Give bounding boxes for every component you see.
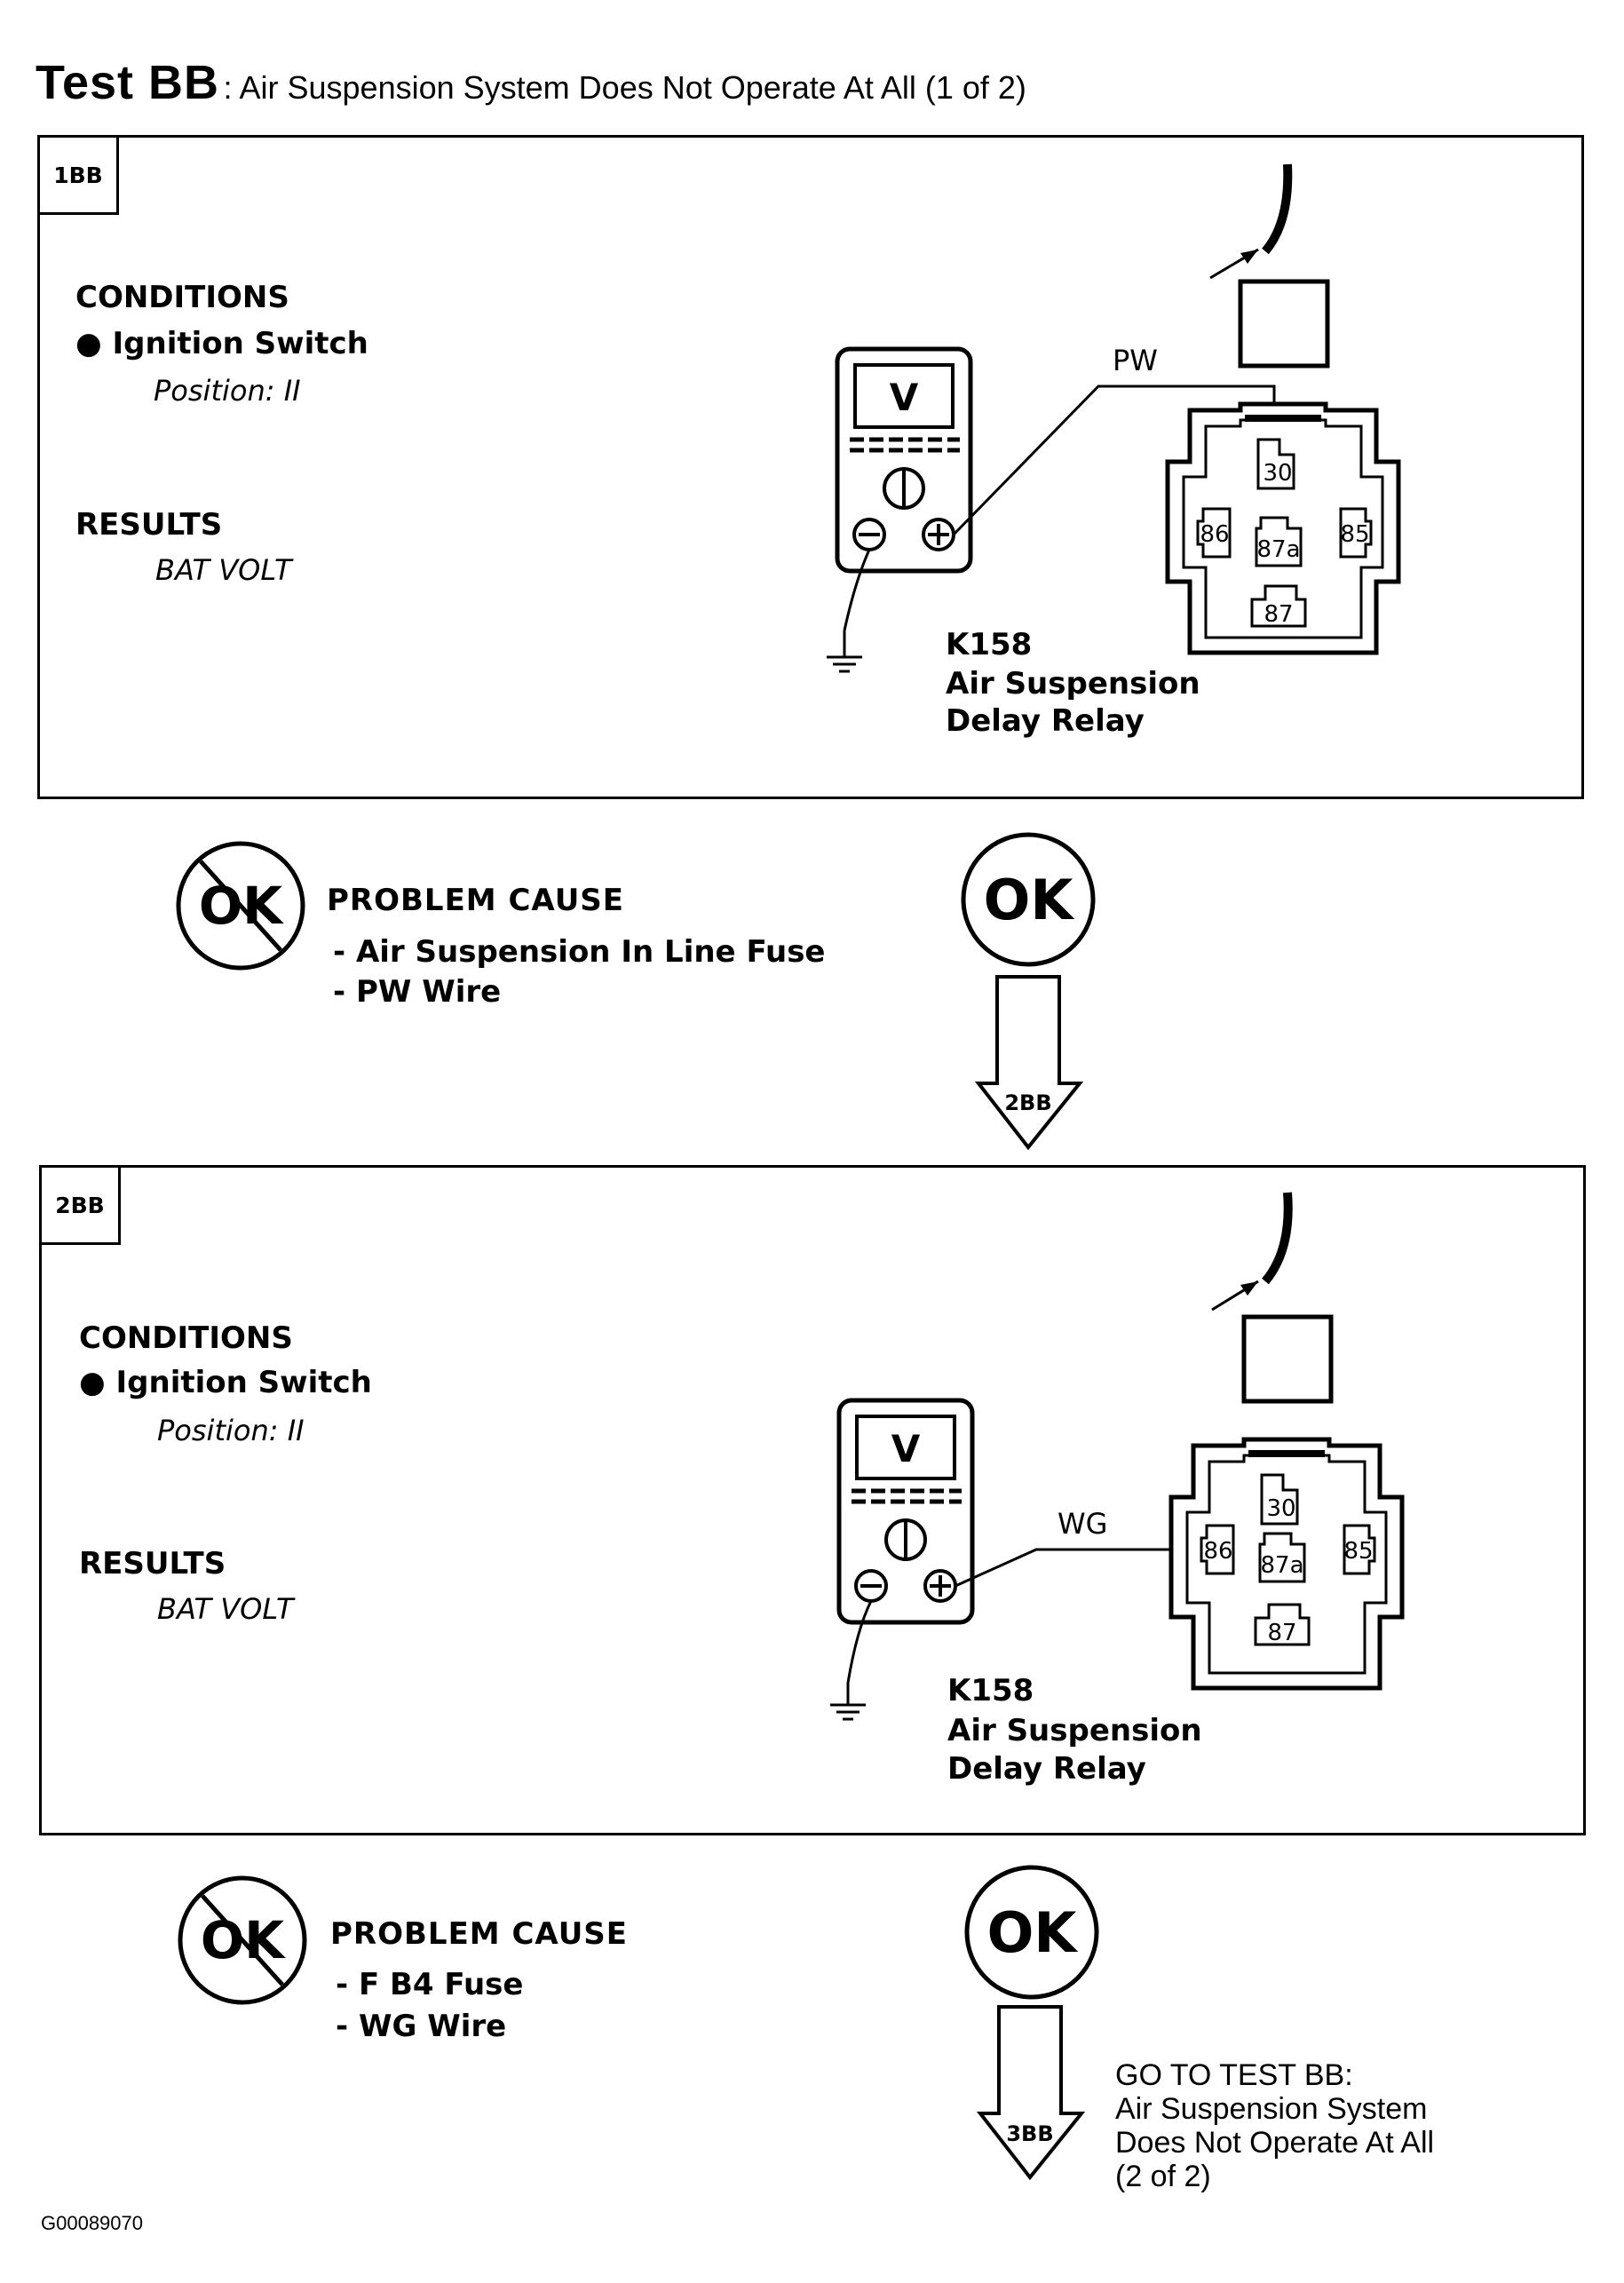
results-heading: RESULTS [75,507,223,543]
results-value: BAT VOLT [155,553,292,587]
multimeter-icon: V [836,1398,975,1625]
wiring-diagram-2bb: V WG 30 [830,1192,1405,1787]
component-name-2: Delay Relay [946,703,1145,739]
results-heading: RESULTS [79,1546,226,1581]
test-name: Test BB [36,56,220,109]
goto-line: Air Suspension System [1115,2092,1428,2126]
bullet-icon: ● [75,326,102,361]
harness-arrow-head [1240,250,1258,264]
relay-socket-icon: 30 86 87a 85 87 [1165,401,1401,655]
component-code: K158 [946,627,1032,662]
bullet-icon: ● [79,1365,106,1400]
step-tag-2bb: 2BB [39,1165,121,1245]
relay-socket-icon: 30 86 87a 85 87 [1168,1437,1405,1691]
connector-block [1241,1314,1334,1404]
multimeter-icon: V [835,346,973,574]
wiring-diagram-1bb: V PW 30 86 [827,163,1401,739]
figure-code: G00089070 [41,2212,143,2234]
slash-icon [201,1894,284,1986]
next-step-arrow-2bb: 2BB [975,975,1084,1151]
ground-icon [830,1683,866,1721]
harness-wire [1262,163,1293,255]
ground-lead [843,549,871,631]
ok-label: OK [987,1900,1079,1965]
conditions-heading: CONDITIONS [75,280,289,315]
goto-instruction: GO TO TEST BB: Air Suspension System Doe… [1115,2058,1434,2193]
pin-87a: 87a [1260,1552,1303,1579]
meter-letter: V [890,376,919,419]
ok-symbol-2bb: OK [964,1865,1099,2000]
condition-item: ● Ignition Switch [79,1365,372,1400]
ground-lead [846,1600,873,1684]
next-step-label: 2BB [1004,1090,1051,1115]
connector-block [1238,279,1330,369]
component-name-2: Delay Relay [947,1751,1146,1787]
pin-85: 85 [1340,521,1369,548]
pin-30: 30 [1266,1495,1295,1522]
ok-symbol-1bb: OK [961,832,1096,967]
component-code: K158 [947,1673,1034,1708]
not-ok-symbol-1bb: OK [176,841,305,971]
component-name-1: Air Suspension [946,666,1200,702]
down-arrow-icon [977,2005,1086,2181]
pin-87: 87 [1264,601,1293,628]
conditions-heading: CONDITIONS [79,1320,293,1356]
page-title: Test BB : Air Suspension System Does Not… [36,55,1026,110]
harness-wire [1262,1192,1293,1285]
down-arrow-icon [975,975,1084,1151]
next-step-arrow-3bb: 3BB [977,2005,1086,2181]
ok-label: OK [984,868,1075,932]
problem-cause-heading: PROBLEM CAUSE [327,883,625,918]
ground-icon [827,630,862,673]
pin-87: 87 [1267,1620,1296,1646]
goto-line: (2 of 2) [1115,2160,1211,2193]
wire-label-pw: PW [1113,344,1158,377]
slash-icon [199,860,282,952]
problem-item: - F B4 Fuse [336,1967,524,2002]
goto-line: Does Not Operate At All [1115,2126,1435,2160]
condition-detail: Position: II [154,374,301,408]
goto-line: GO TO TEST BB: [1115,2058,1353,2092]
next-step-label: 3BB [1006,2121,1053,2146]
step-tag-1bb: 1BB [37,135,119,215]
pin-85: 85 [1343,1538,1373,1565]
condition-item: ● Ignition Switch [75,326,368,361]
test-wire-wg [955,1548,1205,1588]
wire-label-wg: WG [1058,1507,1107,1541]
problem-item: - PW Wire [333,974,502,1010]
test-title: : Air Suspension System Does Not Operate… [223,69,1026,106]
condition-detail: Position: II [157,1414,305,1447]
not-ok-symbol-2bb: OK [178,1875,307,2005]
problem-item: - WG Wire [336,2009,507,2044]
harness-arrow-head [1240,1281,1258,1296]
pin-86: 86 [1203,1538,1232,1565]
step-panel-2bb: 2BB CONDITIONS ● Ignition Switch Positio… [39,1165,1586,1835]
component-name-1: Air Suspension [947,1713,1202,1748]
pin-30: 30 [1263,460,1292,487]
meter-letter: V [891,1427,921,1470]
problem-item: - Air Suspension In Line Fuse [333,934,826,970]
problem-cause-heading: PROBLEM CAUSE [330,1916,629,1952]
step-panel-1bb: 1BB CONDITIONS ● Ignition Switch Positio… [37,135,1584,799]
results-value: BAT VOLT [157,1592,294,1626]
pin-86: 86 [1200,521,1229,548]
pin-87a: 87a [1256,536,1300,563]
